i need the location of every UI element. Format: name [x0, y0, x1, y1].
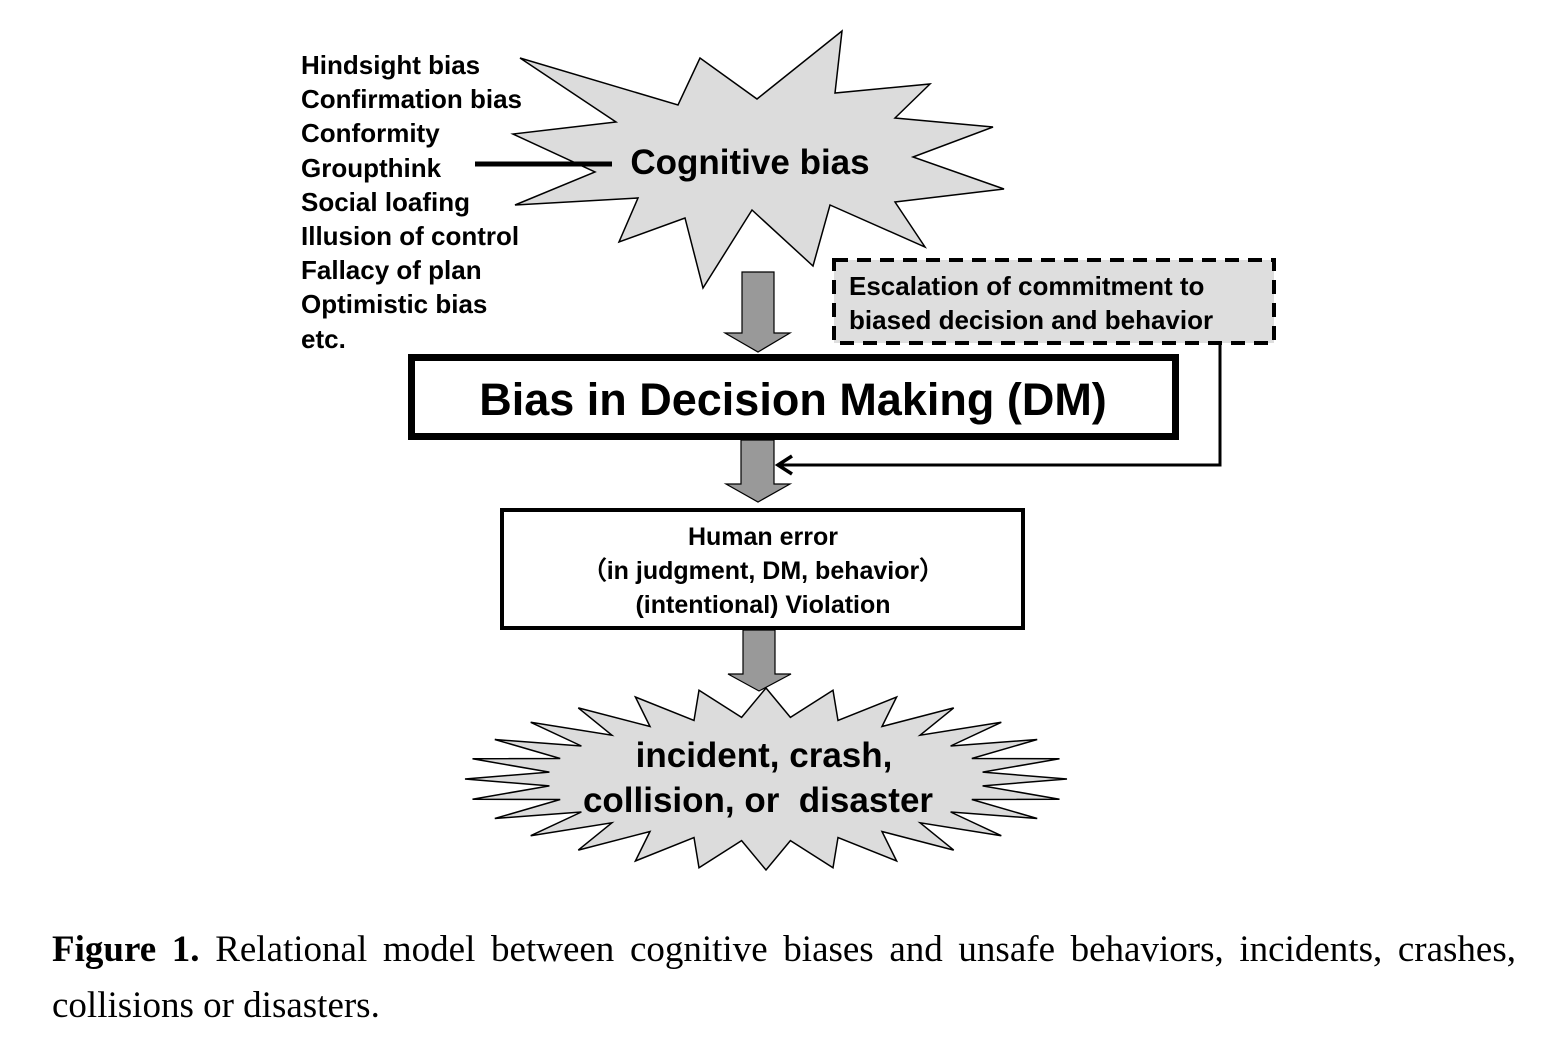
- dm-box: [408, 354, 1179, 440]
- bias-examples-list: Hindsight bias Confirmation bias Conform…: [301, 48, 522, 356]
- caption-label: Figure 1.: [52, 929, 200, 970]
- escalation-line-1: Escalation of commitment to: [849, 271, 1204, 301]
- outcome-line-2: collision, or disaster: [583, 781, 933, 820]
- outcome-burst: [464, 686, 1068, 872]
- bias-example: Confirmation bias: [301, 84, 523, 115]
- bias-example: Optimistic bias: [301, 289, 488, 320]
- figure-caption: Figure 1. Relational model between cogni…: [52, 922, 1516, 1034]
- dm-box-label: Bias in Decision Making (DM): [479, 374, 1107, 425]
- bias-example: Groupthink: [301, 152, 442, 183]
- bias-example: etc.: [301, 323, 346, 354]
- cognitive-bias-burst: [510, 29, 1005, 290]
- arrow-down-2: [723, 439, 793, 503]
- bias-example: Fallacy of plan: [301, 255, 482, 286]
- human-error-line-1: Human error: [688, 523, 838, 551]
- human-error-box: [500, 508, 1025, 630]
- bias-example: Conformity: [301, 118, 440, 149]
- feedback-arrowhead-icon: [774, 454, 793, 476]
- human-error-line-2: （in judgment, DM, behavior）: [582, 556, 945, 585]
- escalation-box: [832, 258, 1276, 345]
- feedback-connector: [778, 343, 1222, 467]
- bias-example: Illusion of control: [301, 221, 520, 252]
- outcome-line-1: incident, crash,: [636, 736, 893, 775]
- arrow-down-3: [727, 629, 792, 692]
- escalation-line-2: biased decision and behavior: [849, 305, 1213, 335]
- human-error-line-3: (intentional) Violation: [635, 591, 890, 619]
- arrow-down-1: [722, 271, 793, 353]
- caption-text: Relational model between cognitive biase…: [52, 929, 1516, 1026]
- bias-example: Social loafing: [301, 186, 471, 217]
- cognitive-bias-title: Cognitive bias: [630, 143, 869, 182]
- bias-example: Hindsight bias: [301, 50, 481, 80]
